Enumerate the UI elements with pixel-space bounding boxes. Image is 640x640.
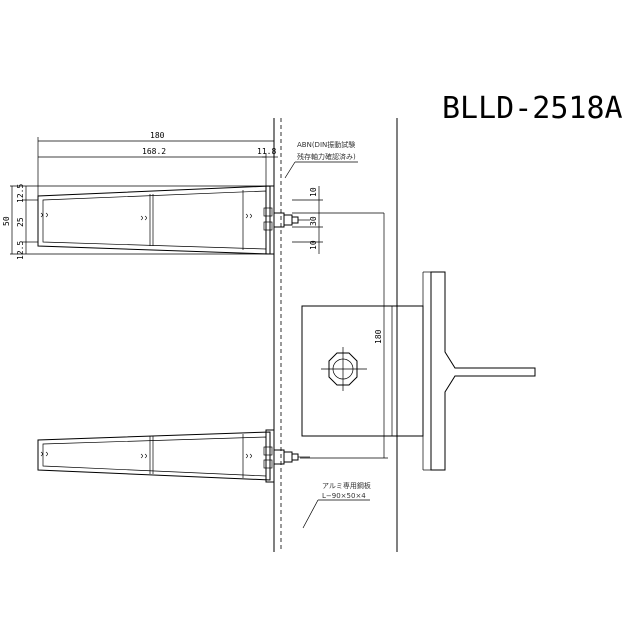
bracket-plate (301, 305, 424, 437)
bolt-top (273, 212, 310, 228)
dim-end-offset: 11.8 (257, 147, 276, 156)
dim-right-top: 10 (309, 187, 318, 197)
dim-inner-length: 168.2 (142, 147, 166, 156)
hex-nut-icon (328, 352, 358, 386)
dim-right-bottom: 10 (309, 240, 318, 250)
dim-height-bottom: 12.5 (16, 241, 25, 260)
dimension-bracket-height (300, 213, 388, 459)
dim-overall-length: 180 (150, 131, 165, 140)
dim-right-mid: 30 (309, 216, 318, 226)
profile-bottom (37, 429, 275, 483)
note-angle-line2: L−90×50×4 (322, 492, 366, 500)
drawing-title: BLLD-2518A (442, 91, 623, 126)
dim-height-top: 12.5 (16, 184, 25, 203)
dim-height-total: 50 (2, 216, 11, 226)
dimension-lines-left (10, 185, 270, 255)
angle-steel (422, 271, 536, 471)
bolt-bottom (273, 449, 310, 465)
note-abn-line2: 残存軸力確認済み) (297, 152, 356, 161)
dimension-lines-top (37, 137, 278, 196)
profile-top (37, 185, 275, 255)
dim-bracket-height: 180 (374, 329, 383, 344)
dim-height-mid: 25 (16, 217, 25, 227)
dimension-lines-right (292, 186, 384, 254)
note-abn-line1: ABN(DIN振動試験 (297, 140, 355, 149)
note-angle-line1: アルミ専用鋼板 (322, 481, 371, 490)
